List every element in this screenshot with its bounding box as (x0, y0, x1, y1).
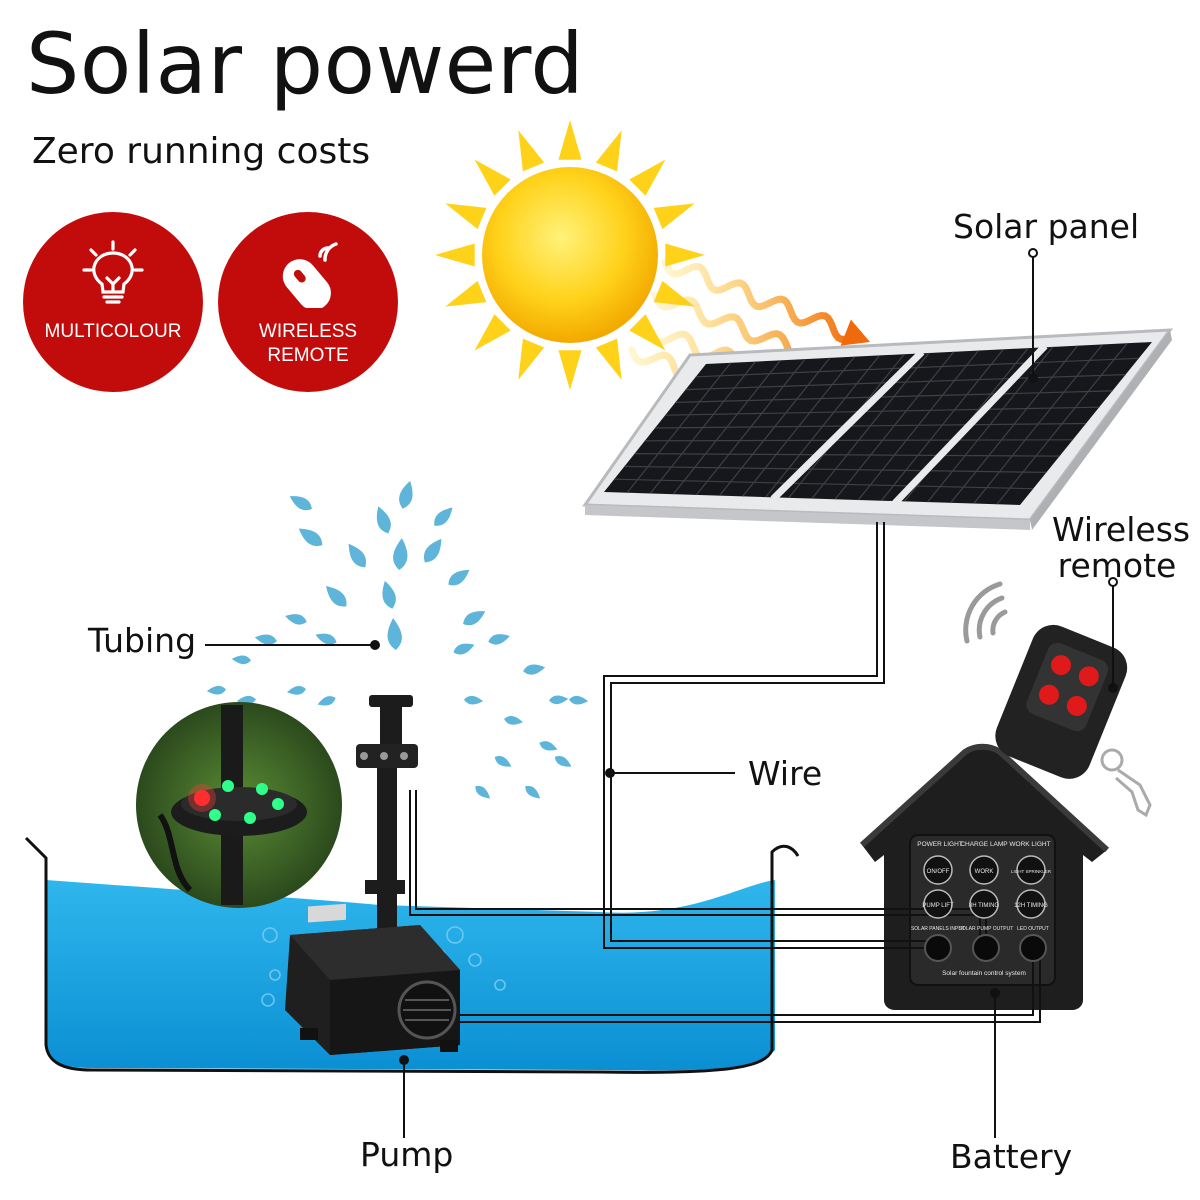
solar-panel-label: Solar panel (953, 207, 1140, 246)
sun-icon (435, 120, 705, 390)
indicator-label: CHARGE LAMP (960, 841, 1007, 848)
controller-footer: Solar fountain control system (942, 970, 1026, 977)
button-label: PUMP LIFT (922, 903, 954, 909)
tubing (356, 695, 418, 938)
button-label: WORK (975, 869, 994, 875)
solar-panel (582, 328, 1174, 530)
port-label: SOLAR PUMP OUTPUT (959, 926, 1014, 932)
wireless-remote (963, 581, 1152, 818)
12h-timing-button (1016, 889, 1046, 919)
led-output-port (1019, 934, 1047, 962)
wireless-remote-badge: WIRELESS REMOTE (218, 212, 398, 392)
multicolour-label: MULTICOLOUR (44, 321, 182, 342)
multicolour-badge: MULTICOLOUR (23, 212, 203, 392)
button-label: ON/OFF (927, 869, 950, 875)
port-label: LED OUTPUT (1017, 926, 1049, 932)
port-label: SOLAR PANELS INPUT (911, 926, 965, 932)
led-light-inset (136, 702, 342, 908)
button-label: LIGHT SPRINKLER (1011, 869, 1052, 874)
battery-label: Battery (950, 1137, 1073, 1176)
callout-lines (205, 248, 1118, 1138)
button-label: 8H TIMING (969, 903, 1000, 909)
button-label: 12H TIMING (1014, 903, 1048, 909)
light-button (1016, 855, 1046, 885)
indicator-label: WORK LIGHT (1009, 841, 1050, 848)
solar-input-port (924, 934, 952, 962)
pump-lift-button (923, 889, 953, 919)
pump (285, 903, 460, 1055)
wireless-remote-label-line2: remote (1057, 545, 1177, 585)
pump-label: Pump (360, 1135, 454, 1174)
tubing-label: Tubing (88, 621, 197, 660)
wire-label: Wire (748, 754, 823, 793)
page-subtitle: Zero running costs (32, 131, 371, 172)
water-spray (206, 480, 589, 799)
wireless-remote-label-line1: Wireless (1052, 510, 1191, 549)
light-bulb-icon (78, 238, 148, 312)
on-off-button (923, 855, 953, 885)
indicator-label: POWER LIGHT (917, 841, 963, 848)
work-button (969, 855, 999, 885)
wires (409, 522, 1041, 1023)
page-title: Solar powerd (26, 15, 585, 113)
wireless-label-line2: REMOTE (267, 344, 349, 366)
wireless-label-line1: WIRELESS (258, 321, 358, 342)
remote-control-icon (268, 238, 348, 312)
pump-output-port (972, 934, 1000, 962)
wireless-remote-label: Wireless remote (1052, 510, 1191, 585)
8h-timing-button (969, 889, 999, 919)
